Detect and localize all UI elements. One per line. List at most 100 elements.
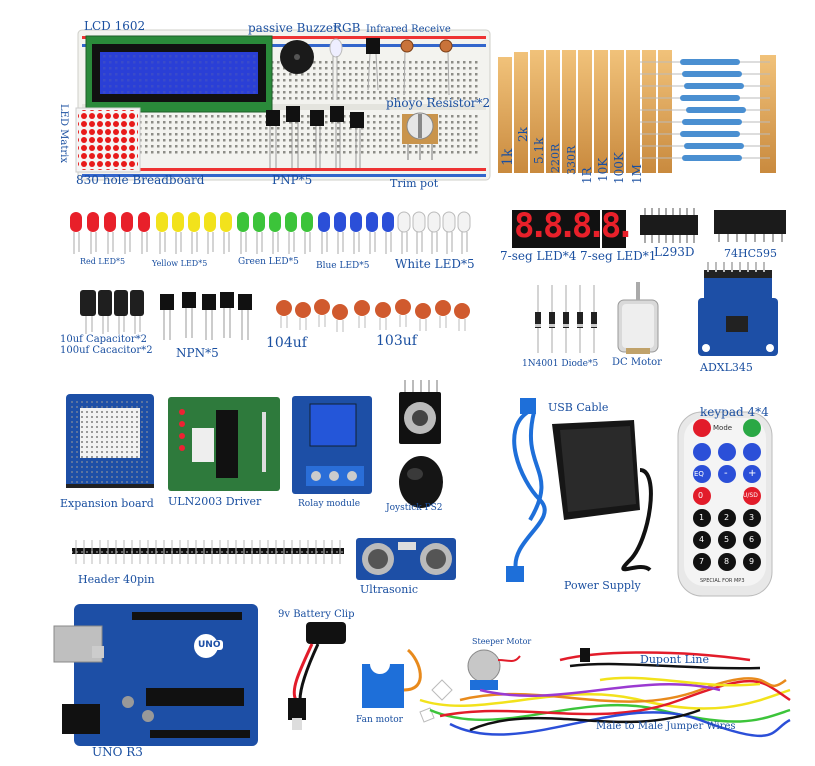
label-photo: phoyo Resistor*2: [386, 96, 491, 110]
label-r1m: 1M: [630, 164, 644, 184]
label-keypad: keypad 4*4: [700, 405, 769, 419]
resistor-strips: [498, 50, 776, 173]
ultrasonic-sensor: [356, 538, 456, 580]
remote-key-4: 4: [699, 535, 705, 544]
label-r100k: 100K: [612, 152, 626, 184]
pnp-transistors: [266, 106, 364, 128]
uln2003-driver: [168, 397, 280, 491]
label-seg4: 7-seg LED*4: [500, 249, 577, 263]
label-c104: 104uf: [266, 335, 307, 351]
label-matrix: LED Matrix: [58, 104, 69, 163]
label-r1k: 1k: [500, 148, 516, 166]
servo-motor: [362, 648, 453, 723]
npn-transistors: [160, 292, 252, 340]
label-ultrasonic: Ultrasonic: [360, 583, 419, 596]
remote-key-minus: -: [724, 468, 728, 479]
label-yellow: Yellow LED*5: [152, 259, 208, 268]
remote-key-usd: U/SD: [743, 492, 758, 499]
label-breadboard: 830 hole Breadboard: [76, 173, 205, 187]
rgb-led: [329, 38, 343, 100]
hc595-chip: [714, 210, 786, 242]
electrolytic-capacitors: [80, 290, 144, 334]
usb-cable: [512, 410, 547, 571]
remote-caption: SPECIAL FOR MP3: [700, 578, 745, 584]
label-battery: 9v Battery Clip: [278, 609, 355, 620]
label-white: White LED*5: [395, 257, 475, 271]
label-trimpot: Trim pot: [390, 177, 439, 190]
label-jumper: Male to Male Jumper Wires: [596, 721, 736, 732]
seven-seg-digits: 8.8.8.8.: [514, 206, 636, 246]
label-power: Power Supply: [564, 579, 641, 592]
label-pnp: PNP*5: [272, 173, 313, 187]
arduino-uno-board: [53, 604, 258, 746]
remote-key-8: 8: [724, 557, 730, 566]
remote-key-6: 6: [749, 535, 755, 544]
label-dupont: Dupont Line: [640, 653, 709, 666]
label-uno: UNO R3: [92, 745, 143, 759]
jumper-wires: [419, 651, 791, 738]
remote-key-7: 7: [699, 557, 705, 566]
diodes: [535, 285, 597, 353]
label-adxl: ADXL345: [700, 361, 753, 374]
label-uln: ULN2003 Driver: [168, 495, 262, 508]
photoresistor: [400, 39, 414, 53]
power-supply: [552, 420, 653, 572]
usb-connector: [520, 398, 536, 414]
label-fanmotor: Fan motor: [356, 715, 403, 725]
battery-clip: [288, 622, 346, 730]
label-seg1: 7-seg LED*1: [580, 249, 657, 263]
label-npn: NPN*5: [176, 346, 219, 360]
relay-module: [292, 396, 372, 494]
label-red: Red LED*5: [80, 257, 126, 266]
remote-key-5: 5: [724, 535, 730, 544]
lcd-1602: [85, 35, 273, 113]
ir-receiver: [366, 38, 380, 54]
label-header: Header 40pin: [78, 573, 155, 586]
label-lcd: LCD 1602: [84, 19, 146, 33]
ceramic-capacitors: [276, 299, 470, 332]
label-r51k: 5.1k: [532, 137, 546, 164]
header-40pin: [72, 540, 344, 564]
remote-key-2: 2: [724, 513, 730, 522]
remote-key-9: 9: [749, 557, 755, 566]
trim-pot: [402, 112, 438, 160]
remote-key-0: 0: [698, 491, 704, 500]
label-blue: Blue LED*5: [316, 261, 370, 271]
label-rgb: RGB: [333, 21, 361, 35]
remote-key-mode: Mode: [713, 424, 733, 432]
label-cap2: 100uf Cacacitor*2: [60, 345, 153, 356]
remote-key-1: 1: [699, 513, 705, 522]
label-r330: 330R: [565, 145, 578, 175]
label-hc595: 74HC595: [724, 247, 778, 260]
adxl345-board: [698, 262, 778, 356]
label-ir: Infrared Receive: [366, 24, 451, 35]
label-stepper: Steeper Motor: [472, 637, 532, 646]
label-r1r: 1R: [580, 167, 594, 184]
label-diode: 1N4001 Diode*5: [522, 359, 599, 369]
uno-logo-text: UNO: [196, 640, 223, 650]
photoresistor: [439, 39, 453, 53]
remote-key-eq: EQ: [694, 470, 704, 478]
label-relay: Rolay module: [298, 499, 361, 509]
label-r2k: 2k: [516, 127, 530, 142]
led-matrix: [75, 107, 141, 173]
label-joystick: Joystick PS2: [386, 503, 443, 513]
seven-seg-1: [602, 210, 626, 248]
label-cap1: 10uf Capacitor*2: [60, 334, 148, 345]
label-l293d: L293D: [654, 245, 695, 259]
l293d-chip: [640, 208, 698, 243]
ir-remote: [677, 411, 773, 597]
label-usb: USB Cable: [548, 401, 609, 414]
label-dcmotor: DC Motor: [612, 357, 662, 368]
dc-motor: [617, 282, 659, 354]
label-c103: 103uf: [376, 333, 417, 349]
remote-key-plus: +: [748, 468, 757, 479]
seven-seg-4: [512, 210, 600, 248]
expansion-board: [66, 394, 154, 488]
remote-key-3: 3: [749, 513, 755, 522]
leds: [70, 211, 471, 254]
joystick-module: [399, 380, 443, 508]
stepper-motor: [467, 649, 521, 690]
label-expansion: Expansion board: [60, 497, 154, 510]
